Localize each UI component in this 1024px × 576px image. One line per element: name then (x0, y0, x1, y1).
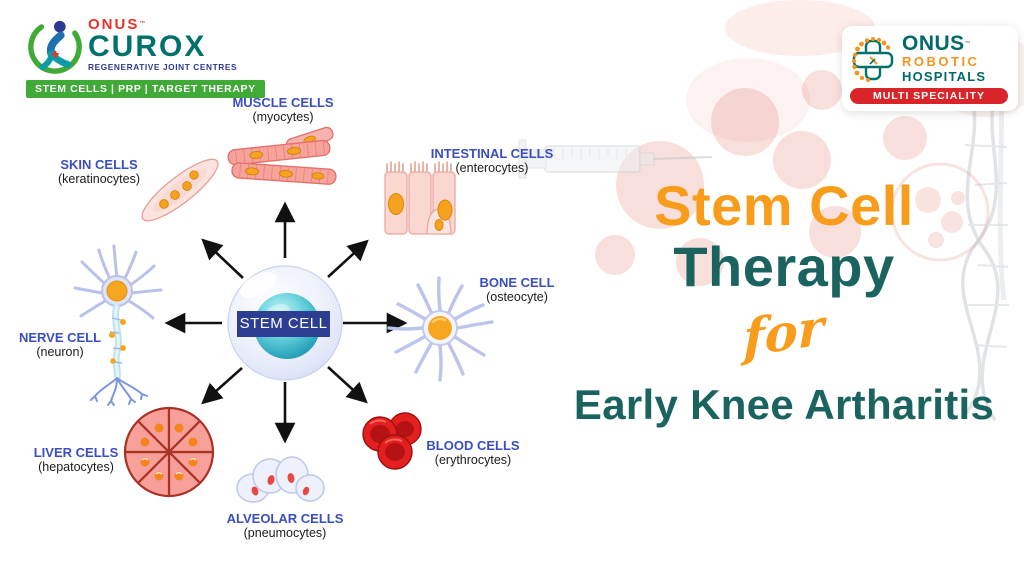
onus-robotic-logo-card: ONUS™ ROBOTIC HOSPITALS MULTI SPECIALITY (842, 26, 1018, 111)
liver-cells-illustration (123, 406, 215, 498)
curox-tagline: REGENERATIVE JOINT CENTRES (88, 62, 238, 72)
curox-logo-text: ONUS™ CUROX REGENERATIVE JOINT CENTRES (88, 17, 237, 73)
person-knee-arc-icon (28, 20, 82, 74)
label-liver-cells: LIVER CELLS (hepatocytes) (33, 445, 119, 474)
differentiation-arrows (164, 201, 408, 444)
multi-speciality-badge: MULTI SPECIALITY (850, 88, 1008, 104)
label-alveolar-cells: ALVEOLAR CELLS (pneumocytes) (226, 511, 344, 540)
pink-blob (725, 0, 875, 56)
title-early-knee-artharitis: Early Knee Artharitis (573, 381, 995, 428)
title-for-script: for (743, 297, 825, 368)
curox-services-badge: STEM CELLS | PRP | TARGET THERAPY (26, 80, 265, 98)
robotic-wordmark: ROBOTIC (902, 54, 980, 69)
label-bone-cell: BONE CELL (osteocyte) (479, 275, 555, 304)
label-blood-cells: BLOOD CELLS (erythrocytes) (426, 438, 520, 467)
alveolar-cells-illustration (236, 456, 325, 503)
bone-cell-illustration (387, 276, 494, 382)
nerve-cell-illustration (73, 244, 163, 406)
medical-cross-dots-icon (852, 37, 894, 82)
cell-bubble (890, 162, 990, 262)
label-nerve-cell: NERVE CELL (neuron) (18, 330, 102, 359)
trademark-symbol: ™ (139, 21, 148, 27)
hospitals-wordmark: HOSPITALS (902, 69, 987, 84)
onus-robotic-text: ONUS™ ROBOTIC HOSPITALS (902, 32, 987, 84)
trademark-symbol: ™ (964, 41, 972, 47)
stem-cell-label: STEM CELL (237, 311, 330, 337)
muscle-cells-illustration (227, 126, 337, 185)
title-stem-cell: Stem Cell (654, 174, 914, 237)
blood-cells-illustration (362, 412, 422, 470)
intestinal-cells-illustration (384, 161, 456, 235)
title-therapy: Therapy (673, 235, 895, 298)
skin-cells-illustration (141, 158, 219, 222)
syringe-icon (518, 139, 713, 179)
label-skin-cells: SKIN CELLS (keratinocytes) (58, 157, 140, 186)
label-intestinal-cells: INTESTINAL CELLS (enterocytes) (430, 146, 554, 175)
label-muscle-cells: MUSCLE CELLS (myocytes) (232, 95, 334, 124)
onus-wordmark: ONUS™ (902, 32, 972, 55)
curox-wordmark: CUROX (88, 30, 207, 63)
curox-onus-wordmark: ONUS™ (88, 16, 148, 33)
poster-title: Stem Cell Therapy for Early Knee Arthari… (556, 176, 1012, 428)
orange-dot-swirl (852, 37, 891, 82)
curox-logo: ONUS™ CUROX REGENERATIVE JOINT CENTRES S… (26, 14, 265, 98)
